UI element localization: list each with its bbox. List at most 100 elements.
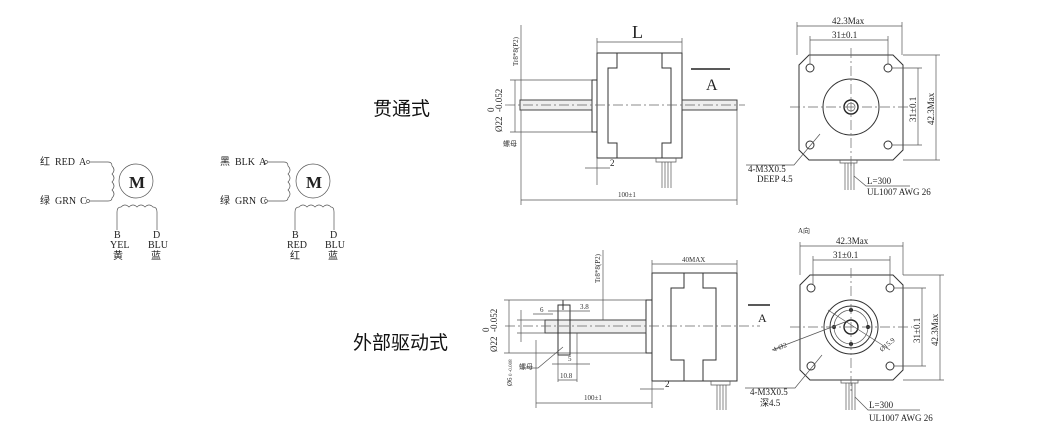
lead-b-cn: 黄 [113,249,123,262]
wire-exit [839,160,858,164]
length-label: 40MAX [682,256,705,264]
wire-spec-label: UL1007 AWG 26 [867,187,931,197]
lead-screw [544,319,647,334]
stator-outline [670,273,717,381]
mount-hole [806,361,816,371]
depth-label: DEEP 4.5 [757,174,793,184]
mount-hole [885,361,895,371]
mount-hole [885,283,895,293]
lead-d-pin: D [330,230,337,241]
motor-body [596,52,683,159]
flange-thickness-label: 2 [610,158,615,168]
coil-bd [294,204,335,230]
wire-exit [840,380,859,384]
dim-L-label: L [632,22,643,42]
motor-symbol [118,163,154,199]
through-front-view: 42.3Max 31±0.1 31±0.1 42.3Max 4-M3X0.5 D… [746,16,940,197]
height-max-label: 42.3Max [930,313,940,346]
total-length-label: 100±1 [618,191,636,199]
total-length-label: 100±1 [584,394,602,402]
tap-label: 4-M3X0.5 [748,164,786,174]
coil-bd [116,204,158,230]
motor-body [651,272,738,382]
mount-hole [805,140,815,150]
width-max-label: 42.3Max [832,16,865,26]
boss-tol-upper: 0 [481,327,491,332]
lead-b-color: YEL [110,240,129,251]
boss-dia-label: Ø22 [489,337,499,353]
lead-length-label: L=300 [869,400,894,410]
front-flange [799,274,904,381]
wire-spec-label: UL1007 AWG 26 [869,413,933,423]
lead-d-color: BLU [325,240,346,251]
flange-boss [645,299,653,354]
motor-label: M [306,173,322,192]
terminal-c [86,199,90,203]
dim-6-label: 6 [540,306,544,314]
external-front-view: A向 4-Ø2 Ø15.9 42.3Max 31±0.1 31±0.1 [745,226,944,423]
height-max-label: 42.3Max [926,92,936,125]
leader-wire [853,175,910,187]
dim-3-8-label: 3.8 [580,303,589,311]
lead-wires [844,163,855,190]
mount-hole [805,63,815,73]
through-side-view: L A Ø22 0 -0.052 Tr8*8(P2) 螺母 2 100±1 [486,22,745,205]
tap-label: 4-M3X0.5 [750,387,788,397]
motor-symbol [295,163,331,199]
dim-10-8-label: 10.8 [560,372,573,380]
section-title-external-drive: 外部驱动式 [353,332,449,354]
boss-dia-label: Ø22 [494,117,504,133]
coil-ac [268,161,291,202]
nut-holes-label: 4-Ø2 [772,341,789,354]
lead-b-color: RED [287,240,307,251]
boss-tol-upper: 0 [486,107,496,112]
width-max-label: 42.3Max [836,236,869,246]
leader-nut [522,346,564,369]
view-a-label: A [706,77,718,94]
leader-nut-holes [771,321,846,351]
lead-b-pin: B [292,230,299,241]
coil-ac [90,161,115,202]
nut-dia-tol: 0 -0.008 [509,359,514,376]
leader-circle [827,309,891,351]
hole-spacing-v-label: 31±0.1 [908,97,918,122]
screw-label: Tr8*8(P2) [594,253,602,283]
front-flange [798,54,904,161]
view-a-label: A [758,311,767,325]
flange-boss [591,79,598,133]
lead-d-color: BLU [148,240,169,251]
depth-label: 深4.5 [760,398,781,408]
dim-5-label: 5 [568,355,572,363]
wire-exit [710,381,731,386]
motor-label: M [129,173,145,192]
boss-tol-lower: -0.052 [489,309,499,332]
terminal-a [264,160,268,164]
nut-circle-label: Ø15.9 [878,336,897,354]
lead-wires [845,383,856,410]
terminal-a [86,160,90,164]
hole-spacing-v-label: 31±0.1 [912,318,922,343]
lead-b-cn: 红 [290,249,300,262]
nut [557,304,571,356]
lead-length-label: L=300 [867,176,892,186]
hole-spacing-label: 31±0.1 [832,30,857,40]
stator-outline [607,53,672,158]
leader-tap [745,354,823,389]
terminal-c [264,199,268,203]
nut-dia-label: Ø6 [506,377,514,386]
lead-wires [661,162,672,188]
hole-spacing-label: 31±0.1 [833,250,858,260]
leader-tap [746,133,821,166]
section-title-through-type: 贯通式 [373,98,431,120]
lead-d-cn: 蓝 [151,250,161,262]
nut-label: 螺母 [503,139,517,148]
mount-hole [883,63,893,73]
lead-wires [716,385,727,410]
wire-exit [655,158,677,163]
